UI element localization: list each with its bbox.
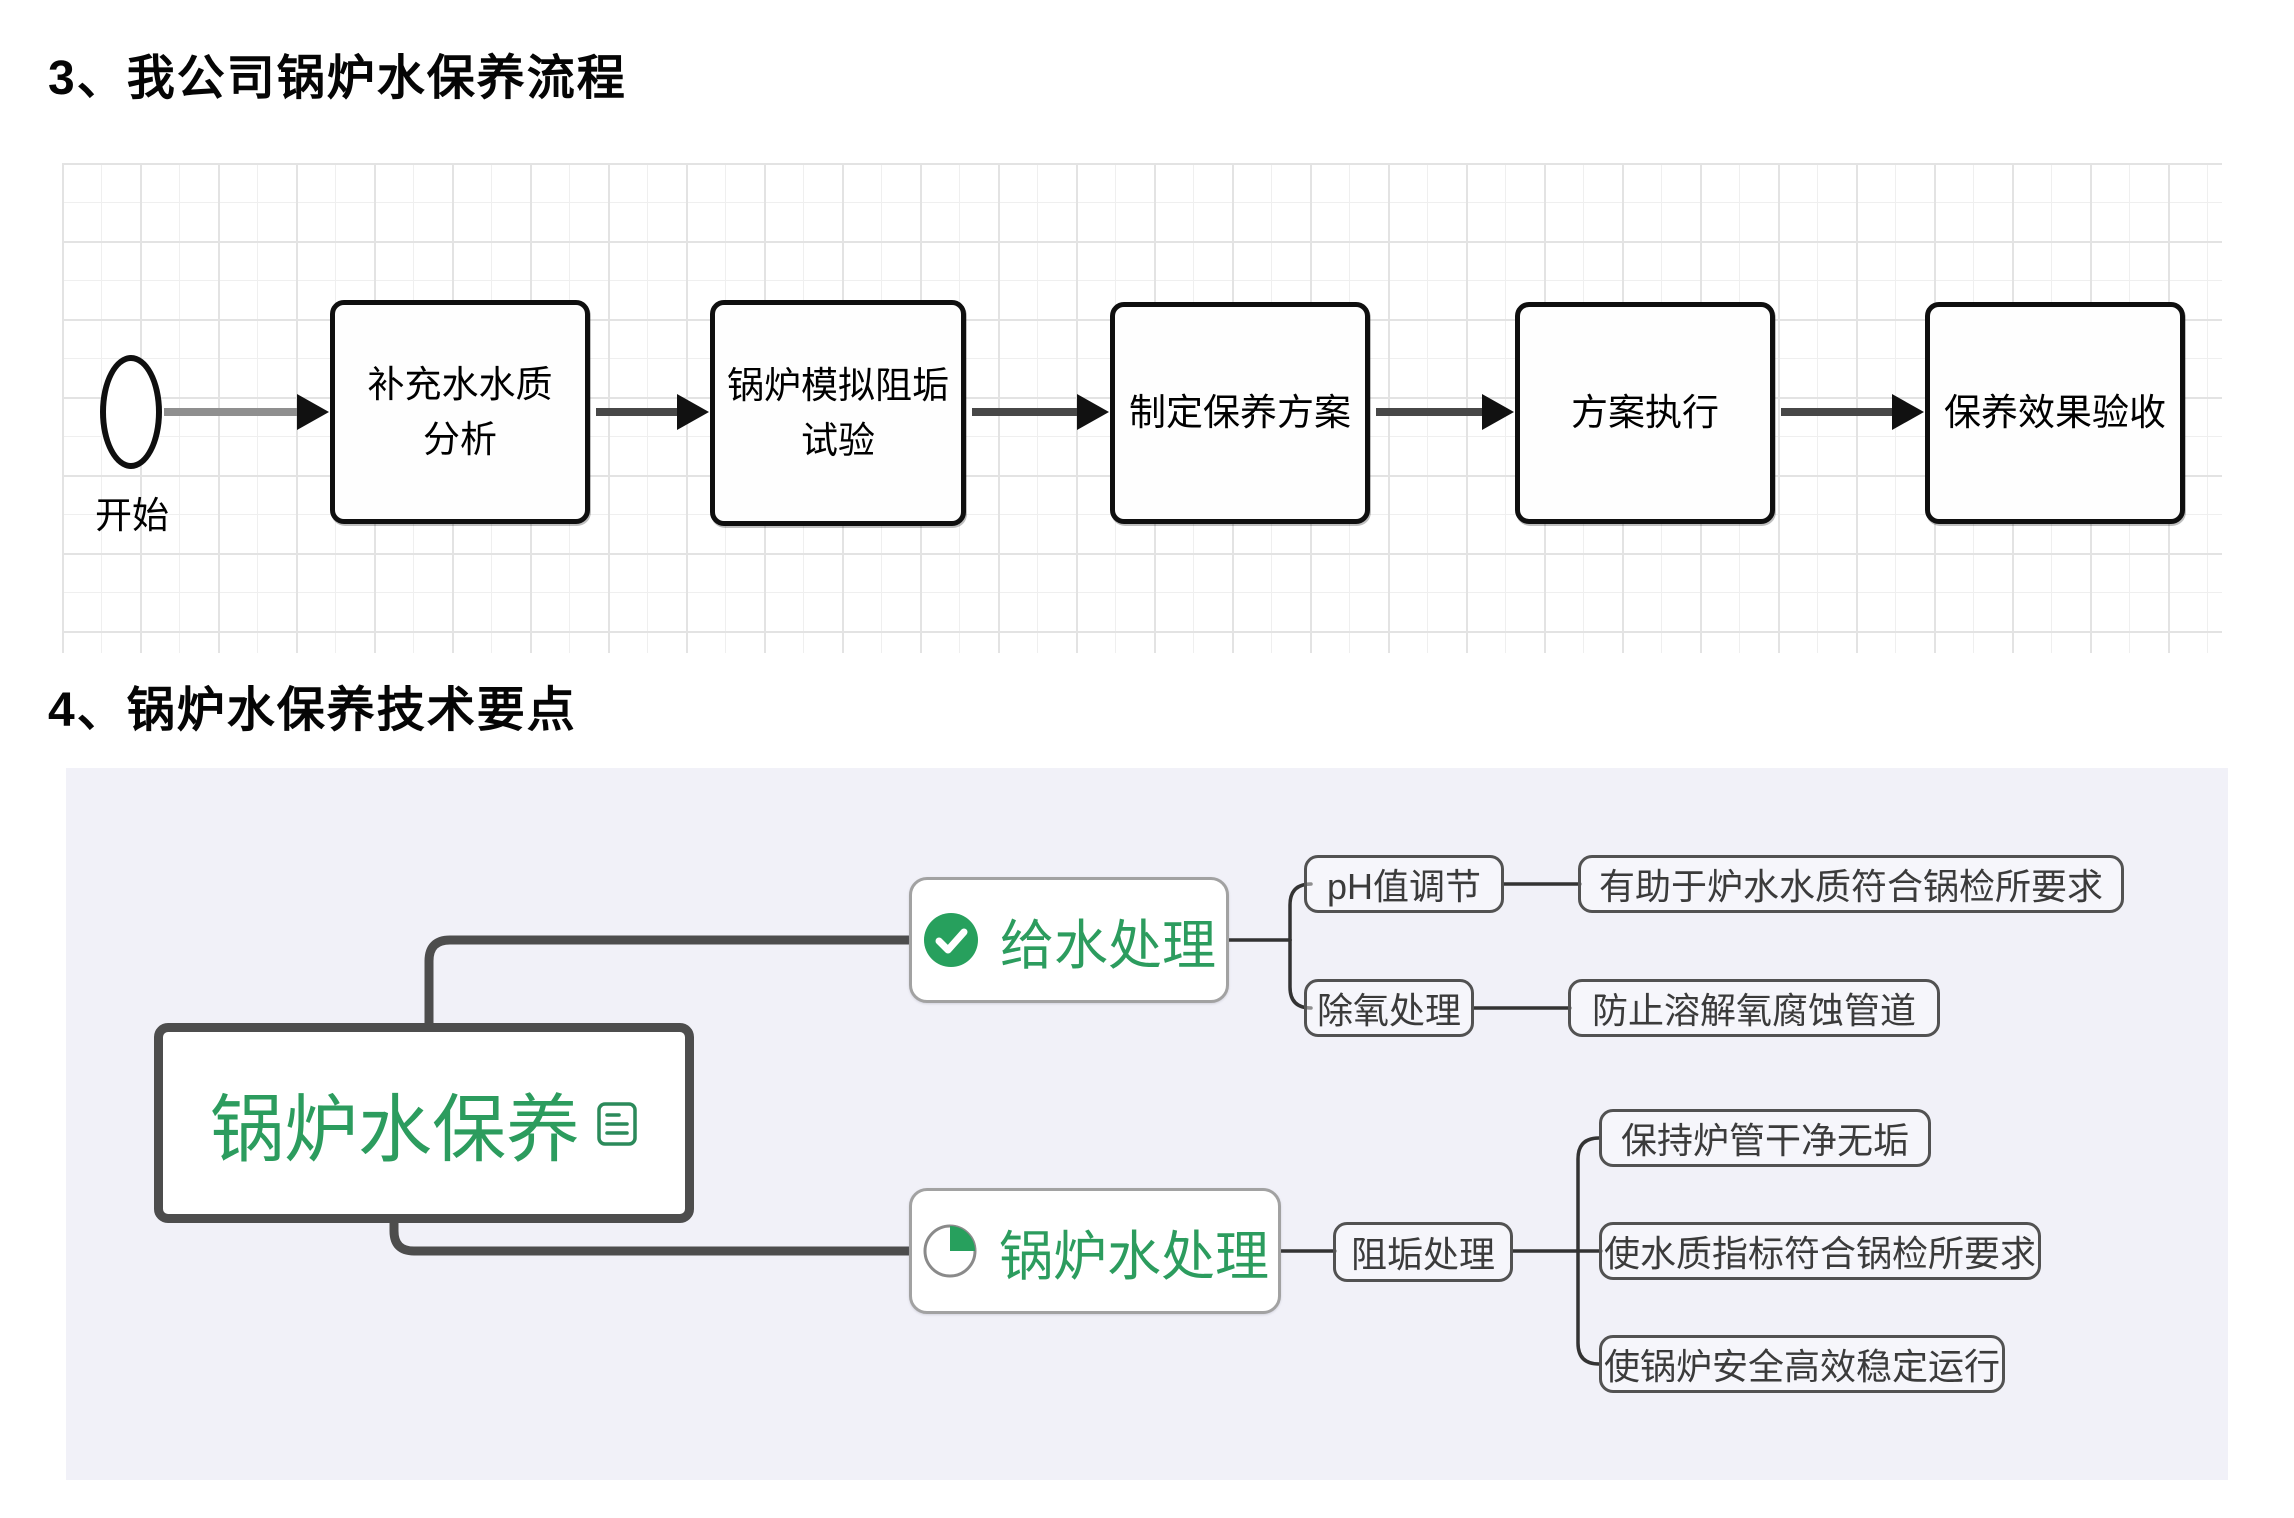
mindmap-canvas: 锅炉水保养 给水处理 pH值调节 有助于炉水水质符合锅检所要求 除氧处理 防止溶… [66, 768, 2228, 1480]
node-scale-benefit-clean-tubes: 保持炉管干净无垢 [1599, 1109, 1931, 1167]
branch-node-feedwater: 给水处理 [909, 877, 1229, 1003]
node-label: 防止溶解氧腐蚀管道 [1591, 990, 1916, 1031]
branch-node-boilerwater: 锅炉水处理 [909, 1188, 1281, 1314]
node-deoxygen-benefit: 防止溶解氧腐蚀管道 [1568, 979, 1940, 1037]
section4-heading: 4、锅炉水保养技术要点 [48, 684, 577, 737]
node-ph-benefit: 有助于炉水水质符合锅检所要求 [1578, 855, 2124, 913]
node-scale-inhibit: 阻垢处理 [1333, 1222, 1513, 1282]
node-label: 使锅炉安全高效稳定运行 [1603, 1346, 2000, 1387]
start-label: 开始 [95, 495, 169, 536]
node-deoxygen: 除氧处理 [1304, 979, 1474, 1037]
flow-step-label: 方案执行 [1571, 392, 1719, 434]
flow-step-acceptance: 保养效果验收 [1925, 302, 2185, 524]
flow-arrow-icon [596, 394, 709, 430]
flow-step-water-analysis: 补充水水质 分析 [330, 300, 590, 524]
section3-heading: 3、我公司锅炉水保养流程 [48, 52, 627, 105]
flow-step-label: 补充水水质 [367, 363, 553, 405]
mindmap-connectors [389, 882, 1603, 1366]
root-node: 锅炉水保养 [154, 1023, 694, 1223]
flow-step-label: 试验 [801, 420, 875, 461]
node-label: 保持炉管干净无垢 [1620, 1120, 1909, 1161]
node-label: pH值调节 [1326, 866, 1482, 907]
flow-arrow-icon [1781, 394, 1924, 430]
node-scale-benefit-water-quality: 使水质指标符合锅检所要求 [1599, 1222, 2041, 1280]
node-label: 使水质指标符合锅检所要求 [1603, 1233, 2036, 1274]
note-icon [596, 1099, 638, 1147]
pie-chart-icon [921, 1222, 979, 1280]
flow-step-label: 保养效果验收 [1944, 392, 2166, 434]
node-scale-benefit-safe-operation: 使锅炉安全高效稳定运行 [1599, 1335, 2005, 1393]
start-node [100, 355, 162, 469]
flowchart-canvas: 开始 补充水水质 分析 锅炉模拟阻垢 试验 制定保养方案 方案执行 保养效果验收 [62, 163, 2222, 653]
branch-label: 给水处理 [1000, 915, 1216, 976]
node-label: 有助于炉水水质符合锅检所要求 [1598, 866, 2103, 907]
flow-arrow-icon [1376, 394, 1514, 430]
flow-step-scale-test: 锅炉模拟阻垢 试验 [710, 300, 966, 526]
flow-arrow-icon [972, 394, 1109, 430]
check-circle-icon [922, 911, 980, 969]
branch-label: 锅炉水处理 [999, 1226, 1269, 1287]
flow-step-execute-plan: 方案执行 [1515, 302, 1775, 524]
node-label: 阻垢处理 [1350, 1234, 1495, 1275]
flow-step-make-plan: 制定保养方案 [1110, 302, 1370, 524]
node-label: 除氧处理 [1316, 990, 1461, 1031]
node-ph-adjust: pH值调节 [1304, 855, 1504, 913]
flow-step-label: 分析 [423, 419, 497, 460]
root-label: 锅炉水保养 [210, 1087, 580, 1171]
flow-arrow-icon [164, 394, 329, 430]
flow-step-label: 制定保养方案 [1129, 392, 1351, 434]
flow-step-label: 锅炉模拟阻垢 [727, 364, 949, 406]
